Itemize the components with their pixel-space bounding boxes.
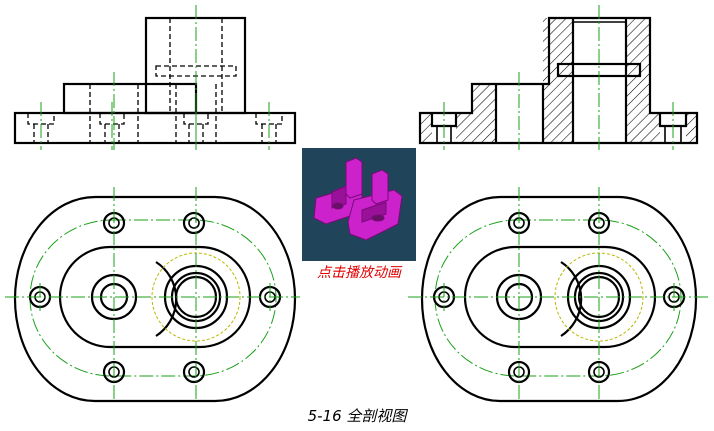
animation-thumbnail[interactable]: [302, 148, 416, 261]
3d-model-icon: [302, 148, 416, 261]
play-animation-link[interactable]: 点击播放动画: [317, 265, 401, 281]
top-view-left: [5, 187, 300, 403]
front-view-external: [13, 5, 297, 150]
front-view-full-section: [418, 5, 699, 150]
figure-caption: 5-16 全剖视图: [307, 407, 407, 425]
top-view-right: [408, 187, 709, 403]
